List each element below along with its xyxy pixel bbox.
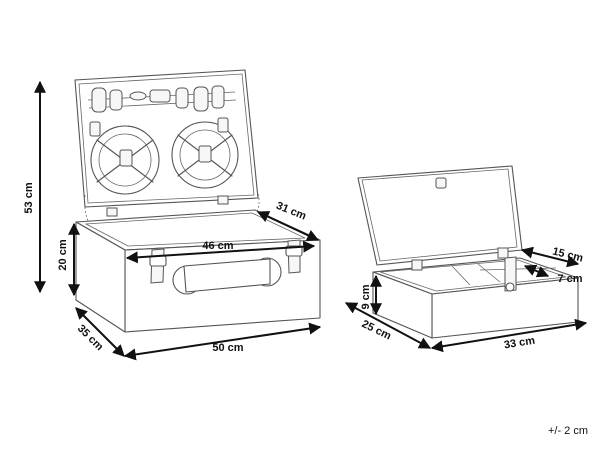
label-inner-depth: 31 cm (274, 200, 308, 223)
dimension-lines: 53 cm 20 cm 35 cm 50 cm 46 cm 31 cm 9 cm… (23, 80, 588, 361)
cutlery-set (91, 85, 225, 113)
label-depth: 35 cm (75, 323, 106, 354)
label-box-depth: 25 cm (360, 318, 393, 343)
plate-right (171, 121, 239, 189)
label-width: 50 cm (212, 342, 243, 354)
basket-body (75, 195, 321, 333)
salt-shaker (89, 121, 101, 137)
label-height: 20 cm (57, 239, 69, 270)
label-box-width: 33 cm (503, 335, 536, 352)
tolerance-note: +/- 2 cm (548, 425, 588, 437)
storage-box-drawing (357, 165, 579, 339)
pepper-shaker (217, 117, 229, 133)
label-inner-width: 46 cm (202, 240, 233, 252)
plate-left (90, 125, 160, 195)
label-compartment-small: 7 cm (557, 273, 582, 285)
label-box-height: 9 cm (360, 284, 372, 309)
lid-clasp (435, 177, 447, 189)
box-lid (357, 165, 523, 266)
label-height-open: 53 cm (23, 182, 35, 213)
basket-lid (74, 69, 260, 229)
